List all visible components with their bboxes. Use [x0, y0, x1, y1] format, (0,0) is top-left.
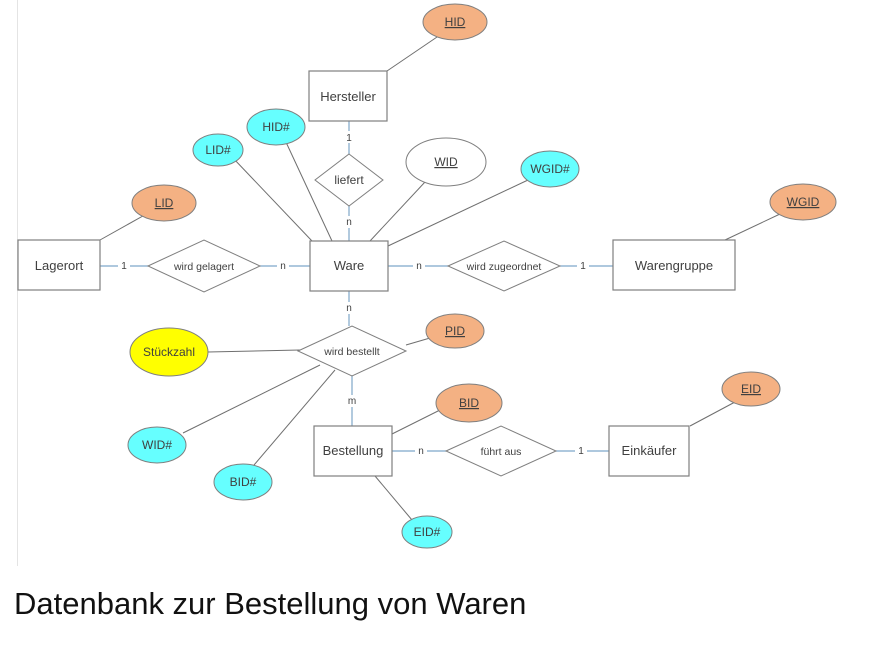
- attribute-ware-hid-fk: HID#: [246, 108, 306, 146]
- attribute-bestellung-eid-fk-label: EID#: [414, 525, 441, 539]
- attribute-bestellt-stueckzahl: Stückzahl: [129, 327, 209, 377]
- attribute-lagerort-lid-label: LID: [155, 196, 174, 210]
- attribute-lagerort-lid: LID: [131, 184, 197, 222]
- diagram-caption: Datenbank zur Bestellung von Waren: [14, 586, 527, 621]
- link-hersteller-hid: [386, 34, 441, 72]
- link-bestellung-bid: [391, 409, 441, 435]
- attribute-hersteller-hid: HID: [422, 3, 488, 41]
- relationship-wird-bestellt-label: wird bestellt: [323, 346, 380, 358]
- link-bestellt-wid-fk: [182, 364, 321, 434]
- attribute-ware-lid-fk: LID#: [192, 133, 244, 167]
- relationship-wird-bestellt: wird bestellt: [296, 325, 408, 377]
- relationship-liefert-label: liefert: [334, 173, 364, 187]
- card-liefert-ware: n: [346, 217, 352, 228]
- attribute-ware-wid: WID: [405, 137, 487, 187]
- link-bestellt-bid-fk: [253, 369, 336, 466]
- link-warengruppe-wgid: [724, 213, 781, 241]
- entity-einkaeufer-label: Einkäufer: [622, 443, 678, 458]
- attribute-ware-wgid-fk-label: WGID#: [530, 162, 570, 176]
- card-zugeordnet-warengruppe: 1: [580, 261, 586, 272]
- link-bestellung-eid-fk: [374, 475, 413, 521]
- attribute-bestellung-bid-label: BID: [459, 396, 479, 410]
- link-bestellt-pid: [405, 337, 431, 346]
- link-ware-lid-fk: [232, 157, 313, 242]
- entity-hersteller-label: Hersteller: [320, 89, 376, 104]
- link-einkaeufer-eid: [689, 401, 736, 427]
- entity-lagerort: Lagerort: [17, 239, 101, 291]
- relationship-wird-gelagert: wird gelagert: [146, 239, 262, 293]
- entity-bestellung: Bestellung: [313, 425, 393, 477]
- relationship-wird-gelagert-label: wird gelagert: [173, 261, 234, 273]
- card-fuehrt-einkaeufer: 1: [578, 446, 584, 457]
- entity-einkaeufer: Einkäufer: [608, 425, 690, 477]
- card-ware-bestellt: n: [346, 303, 352, 314]
- card-bestellung-fuehrt: n: [418, 446, 424, 457]
- entity-warengruppe-label: Warengruppe: [635, 258, 713, 273]
- attribute-links: [99, 34, 781, 521]
- attribute-bestellung-eid-fk: EID#: [401, 515, 453, 549]
- attribute-bestellt-pid: PID: [425, 313, 485, 349]
- attribute-bestellt-bid-fk-label: BID#: [230, 475, 257, 489]
- attribute-bestellt-stueckzahl-label: Stückzahl: [143, 345, 195, 359]
- entity-ware: Ware: [309, 240, 389, 292]
- card-gelagert-ware: n: [280, 261, 286, 272]
- relationship-liefert: liefert: [314, 153, 384, 207]
- link-ware-hid-fk: [284, 139, 333, 242]
- er-diagram: 1 n 1 n n 1 n m n 1 Hersteller Lagerort …: [17, 3, 837, 549]
- attribute-hersteller-hid-label: HID: [445, 15, 466, 29]
- attribute-einkaeufer-eid-label: EID: [741, 382, 761, 396]
- entity-hersteller: Hersteller: [308, 70, 388, 122]
- attribute-bestellt-wid-fk: WID#: [127, 426, 187, 464]
- card-lagerort-gelagert: 1: [121, 261, 127, 272]
- cardinality-labels: 1 n 1 n n 1 n m n 1: [118, 131, 589, 457]
- attribute-warengruppe-wgid-label: WGID: [787, 195, 820, 209]
- attribute-einkaeufer-eid: EID: [721, 371, 781, 407]
- entity-ware-label: Ware: [334, 258, 365, 273]
- link-ware-wgid-fk: [387, 179, 529, 247]
- attribute-ware-hid-fk-label: HID#: [262, 120, 290, 134]
- attribute-bestellt-pid-label: PID: [445, 324, 465, 338]
- entity-warengruppe: Warengruppe: [612, 239, 736, 291]
- link-lagerort-lid: [99, 211, 151, 241]
- card-ware-zugeordnet: n: [416, 261, 422, 272]
- relationship-fuehrt-aus: führt aus: [444, 425, 558, 477]
- link-ware-wid: [369, 181, 426, 242]
- attribute-ware-lid-fk-label: LID#: [205, 143, 231, 157]
- link-bestellt-stueckzahl: [207, 349, 301, 353]
- attribute-warengruppe-wgid: WGID: [769, 183, 837, 221]
- attribute-ware-wid-label: WID: [434, 155, 458, 169]
- card-hersteller-liefert: 1: [346, 133, 352, 144]
- attribute-bestellung-bid: BID: [435, 383, 503, 423]
- relationship-wird-zugeordnet: wird zugeordnet: [446, 240, 562, 292]
- entity-bestellung-label: Bestellung: [323, 443, 384, 458]
- attribute-bestellt-bid-fk: BID#: [213, 463, 273, 501]
- entity-lagerort-label: Lagerort: [35, 258, 84, 273]
- attribute-ware-wgid-fk: WGID#: [520, 150, 580, 188]
- attribute-bestellt-wid-fk-label: WID#: [142, 438, 172, 452]
- relationship-wird-zugeordnet-label: wird zugeordnet: [466, 261, 542, 273]
- card-bestellt-bestellung: m: [348, 396, 356, 407]
- relationship-fuehrt-aus-label: führt aus: [481, 446, 522, 458]
